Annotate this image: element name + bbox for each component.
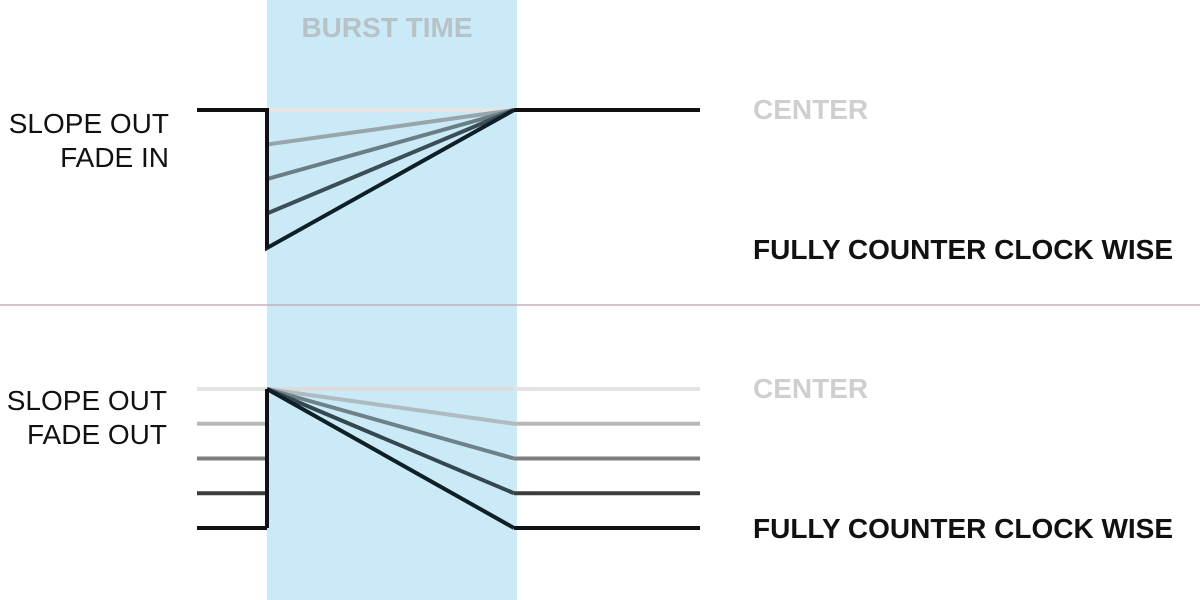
fade-out-label-line-1: SLOPE OUT — [7, 385, 167, 416]
fade-out-center-label: CENTER — [753, 373, 868, 404]
fade-in-center-label: CENTER — [753, 94, 868, 125]
fade-out-ccw-label: FULLY COUNTER CLOCK WISE — [753, 513, 1173, 544]
fade-in-ccw-label: FULLY COUNTER CLOCK WISE — [753, 234, 1173, 265]
fade-in-label-line-1: SLOPE OUT — [9, 108, 169, 139]
fade-out-ramp-1 — [266, 387, 515, 426]
fade-out-curves — [197, 387, 700, 530]
fade-in-curves — [197, 108, 700, 252]
fade-out-ramp-4 — [266, 387, 515, 530]
fade-out-ramp-2 — [266, 387, 515, 461]
fade-out-label-line-2: FADE OUT — [27, 419, 167, 450]
burst-time-label: BURST TIME — [301, 12, 472, 43]
fade-in-dip-edge — [197, 108, 269, 248]
fade-out-ramp-3 — [266, 387, 515, 496]
panel-fade-out: SLOPE OUT FADE OUT CENTER FULLY COUNTER … — [7, 373, 1173, 544]
burst-time-band — [267, 0, 517, 600]
panel-fade-in: SLOPE OUT FADE IN CENTER FULLY COUNTER C… — [9, 94, 1173, 265]
fade-in-label-line-2: FADE IN — [60, 142, 169, 173]
